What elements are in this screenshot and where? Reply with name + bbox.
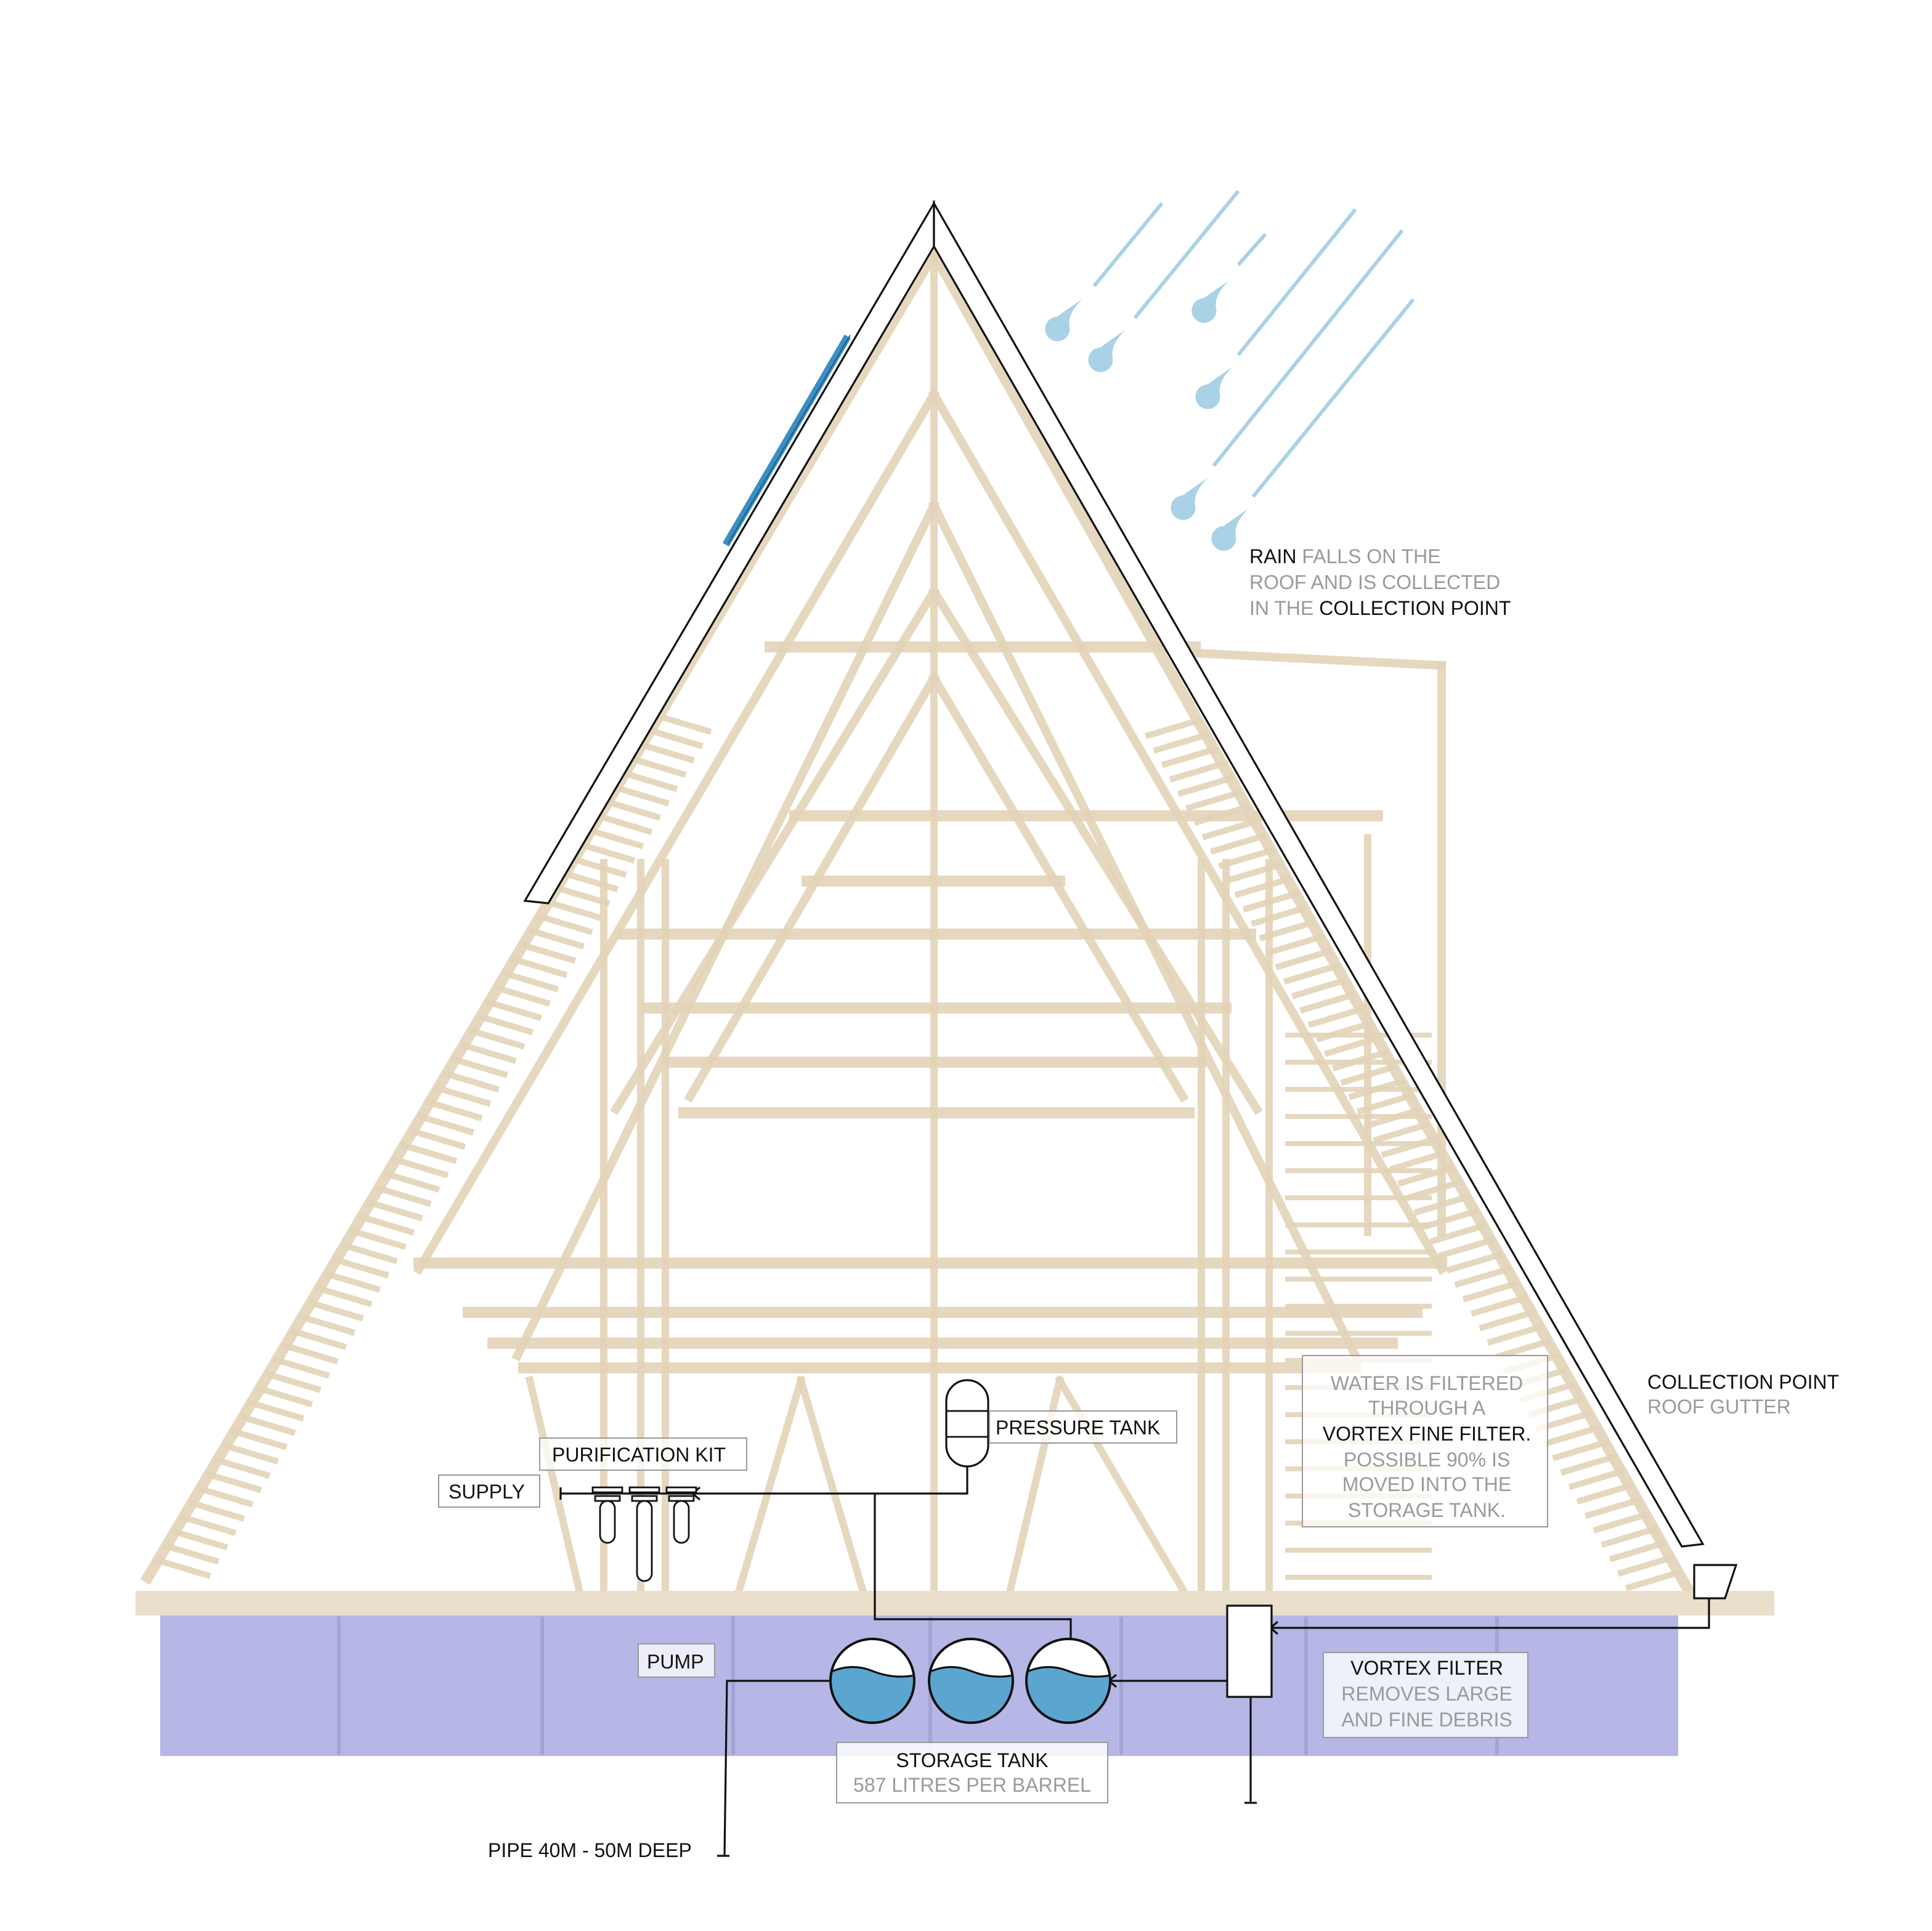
- svg-text:COLLECTION POINT: COLLECTION POINT: [1647, 1371, 1839, 1393]
- svg-text:WATER IS FILTERED: WATER IS FILTERED: [1331, 1372, 1523, 1394]
- svg-text:SUPPLY: SUPPLY: [448, 1481, 525, 1503]
- vortex-filter-icon: [1226, 1604, 1273, 1698]
- svg-text:587 LITRES PER BARREL: 587 LITRES PER BARREL: [853, 1774, 1091, 1796]
- storage-tank-label: STORAGE TANK 587 LITRES PER BARREL: [836, 1742, 1108, 1803]
- pipe-depth-label: PIPE 40M - 50M DEEP: [488, 1839, 692, 1861]
- solar-panel: [722, 334, 851, 547]
- storage-tanks-icon: [829, 1638, 1111, 1724]
- svg-text:POSSIBLE 90% IS: POSSIBLE 90% IS: [1344, 1449, 1510, 1471]
- purification-filters-icon: [591, 1486, 697, 1582]
- raindrops: [1045, 281, 1248, 551]
- pressure-tank-icon: [945, 1379, 989, 1468]
- svg-text:VORTEX FINE FILTER.: VORTEX FINE FILTER.: [1323, 1423, 1531, 1445]
- roof-cladding-right: [933, 199, 1705, 1548]
- svg-text:ROOF AND IS COLLECTED: ROOF AND IS COLLECTED: [1249, 571, 1500, 593]
- svg-text:REMOVES LARGE: REMOVES LARGE: [1341, 1683, 1512, 1705]
- svg-text:STORAGE TANK: STORAGE TANK: [896, 1749, 1048, 1771]
- svg-text:THROUGH A: THROUGH A: [1368, 1397, 1486, 1419]
- svg-text:AND FINE DEBRIS: AND FINE DEBRIS: [1341, 1709, 1512, 1731]
- roof-gutter-icon: [1693, 1564, 1738, 1600]
- purification-kit-label: PURIFICATION KIT: [539, 1437, 747, 1471]
- svg-text:STORAGE TANK.: STORAGE TANK.: [1348, 1499, 1506, 1521]
- rain: [1092, 190, 1415, 498]
- pressure-tank-label: PRESSURE TANK: [989, 1410, 1177, 1444]
- collection-point-label: COLLECTION POINT ROOF GUTTER: [1647, 1371, 1839, 1418]
- svg-text:MOVED INTO THE: MOVED INTO THE: [1342, 1473, 1511, 1495]
- svg-text:RAIN FALLS ON THE: RAIN FALLS ON THE: [1249, 545, 1441, 567]
- deck-plank: [136, 1591, 1774, 1616]
- svg-text:IN THE COLLECTION POINT: IN THE COLLECTION POINT: [1249, 597, 1511, 619]
- supply-label: SUPPLY: [438, 1474, 540, 1508]
- roof-cladding-left: [523, 200, 935, 905]
- svg-text:ROOF GUTTER: ROOF GUTTER: [1647, 1396, 1791, 1418]
- fine-filter-label: WATER IS FILTERED THROUGH A VORTEX FINE …: [1302, 1355, 1548, 1527]
- svg-text:VORTEX FILTER: VORTEX FILTER: [1350, 1657, 1503, 1679]
- svg-text:PURIFICATION KIT: PURIFICATION KIT: [552, 1444, 726, 1466]
- svg-text:PRESSURE TANK: PRESSURE TANK: [996, 1417, 1160, 1439]
- rain-label: RAIN FALLS ON THE ROOF AND IS COLLECTED …: [1249, 545, 1511, 619]
- pump-label: PUMP: [638, 1643, 715, 1678]
- vortex-filter-label: VORTEX FILTER REMOVES LARGE AND FINE DEB…: [1323, 1652, 1528, 1738]
- svg-text:PUMP: PUMP: [647, 1651, 704, 1673]
